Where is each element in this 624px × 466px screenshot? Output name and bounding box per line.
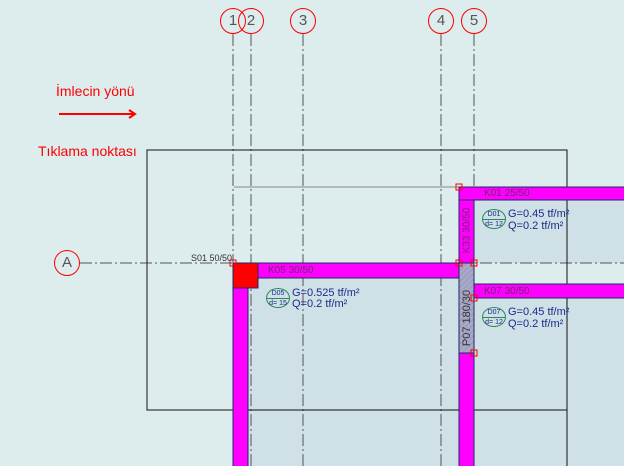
column-s01-label: S01 50/50 [191,253,233,263]
slab-d05[interactable] [248,278,459,466]
axis-bubble-4[interactable]: 4 [428,8,454,34]
beam-k07-label: K07 30/50 [484,286,530,297]
beam-k01-label: K01 25/50 [484,188,530,199]
beam-k01[interactable] [458,186,624,201]
axis-bubble-3[interactable]: 3 [290,8,316,34]
column-s01[interactable] [232,262,259,289]
beam-k33-label: K33 30/50 [461,207,473,254]
slab-q-load: Q=0.2 tf/m² [508,318,564,330]
slab-g-load: G=0.45 tf/m² [508,306,570,318]
slab-thickness: d= 15 [269,300,287,307]
slab-thickness: d= 12 [485,221,503,228]
slab-id: D01 [487,211,501,218]
beam-k05[interactable] [232,262,460,279]
beam-right-vertical[interactable] [458,352,475,466]
slab-thickness: d= 12 [485,319,503,326]
beam-k05-label: K05 30/50 [268,265,314,276]
arrow-right-icon [59,109,137,119]
grip-points[interactable] [229,183,478,357]
cursor-direction-note: İmlecin yönü [56,83,135,99]
slab-q-load: Q=0.2 tf/m² [292,298,348,310]
slab-q-load: Q=0.2 tf/m² [508,220,564,232]
beam-left-vertical[interactable] [232,277,249,466]
column-p07[interactable] [458,262,475,354]
slab-id: D07 [487,309,501,316]
slab-g-load: G=0.45 tf/m² [508,208,570,220]
axis-bubble-a[interactable]: A [54,250,80,276]
slab-id: D05 [271,290,285,297]
axis-bubble-5[interactable]: 5 [461,8,487,34]
axis-bubble-2[interactable]: 2 [238,8,264,34]
slab-g-load: G=0.525 tf/m² [292,287,360,299]
click-point-note: Tıklama noktası [38,143,137,159]
column-p07-label: P07 180/30 [461,289,473,347]
